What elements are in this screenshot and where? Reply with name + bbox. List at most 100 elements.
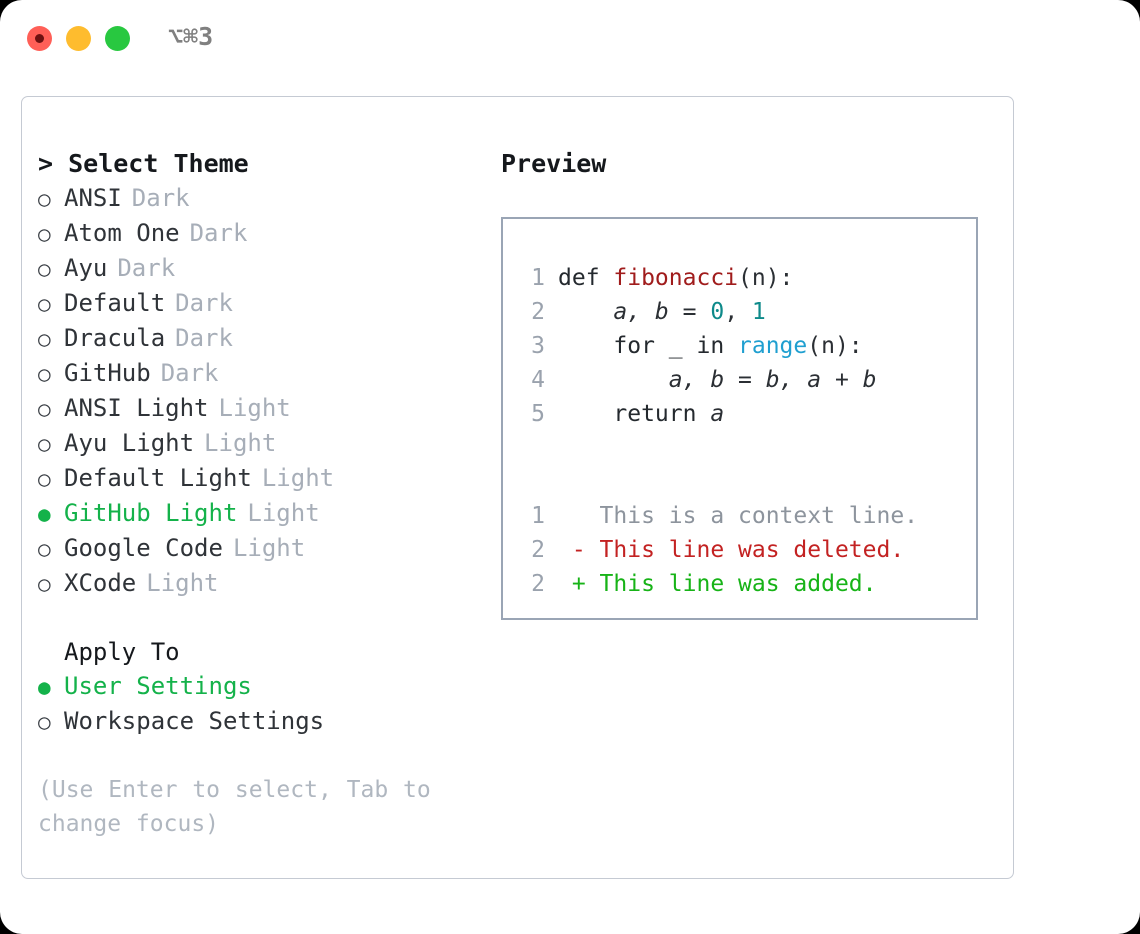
code-token: fibonacci xyxy=(613,265,739,291)
theme-variant-tag: Dark xyxy=(117,254,176,282)
theme-item-label: Dracula xyxy=(64,324,166,352)
list-spacer xyxy=(38,601,488,635)
diff-line-text: + This line was added. xyxy=(558,571,877,597)
theme-variant-tag: Dark xyxy=(131,184,190,212)
theme-item-9[interactable]: ● GitHub Light Light xyxy=(38,496,488,531)
theme-item-label: Default Light xyxy=(64,464,252,492)
window-controls xyxy=(27,26,130,51)
close-icon xyxy=(35,34,44,43)
code-line: 4 a, b = b, a + b xyxy=(519,363,970,397)
code-token: b, a + b xyxy=(765,367,877,393)
diff-snippet: 1 This is a context line. 2 - This line w… xyxy=(519,499,970,601)
theme-variant-tag: Light xyxy=(247,499,320,527)
line-number: 4 xyxy=(531,367,545,393)
apply-to-heading: Apply To xyxy=(64,638,180,666)
code-token: a, b xyxy=(613,299,669,325)
theme-item-0[interactable]: ○ ANSI Dark xyxy=(38,181,488,216)
radio-empty-icon: ○ xyxy=(38,710,51,734)
theme-variant-tag: Light xyxy=(146,569,219,597)
diff-line-text: - This line was deleted. xyxy=(558,537,905,563)
radio-empty-icon: ○ xyxy=(38,432,51,456)
theme-item-label: Default xyxy=(64,289,166,317)
code-token: a xyxy=(710,401,725,427)
diff-line: 1 This is a context line. xyxy=(519,499,970,533)
radio-empty-icon: ○ xyxy=(38,397,51,421)
code-line: 5 return a xyxy=(519,397,970,431)
select-theme-heading: > Select Theme xyxy=(38,149,249,178)
theme-item-label: GitHub xyxy=(64,359,151,387)
code-token: = xyxy=(668,299,711,325)
line-number: 2 xyxy=(531,299,545,325)
diff-line-number: 2 xyxy=(531,537,545,563)
line-number: 1 xyxy=(531,265,545,291)
apply-item-label: Workspace Settings xyxy=(64,707,325,735)
minimize-button[interactable] xyxy=(66,26,91,51)
code-line: 1 def fibonacci(n): xyxy=(519,261,970,295)
diff-line-text: This is a context line. xyxy=(558,503,919,529)
theme-item-label: GitHub Light xyxy=(64,499,238,527)
theme-item-label: XCode xyxy=(64,569,137,597)
radio-selected-icon: ● xyxy=(38,502,51,526)
close-button[interactable] xyxy=(27,26,52,51)
radio-empty-icon: ○ xyxy=(38,537,51,561)
code-token: (n): xyxy=(738,265,794,291)
code-line-text: return a xyxy=(558,397,724,431)
code-line-text: def fibonacci(n): xyxy=(558,261,793,295)
hint-spacer xyxy=(38,739,488,773)
code-token xyxy=(558,367,669,393)
apply-item-0[interactable]: ● User Settings xyxy=(38,669,488,704)
radio-empty-icon: ○ xyxy=(38,187,51,211)
code-token: = xyxy=(724,367,766,393)
code-line-text: a, b = b, a + b xyxy=(558,363,877,397)
code-token: 0 xyxy=(710,299,725,325)
line-number: 5 xyxy=(531,401,545,427)
apply-item-label: User Settings xyxy=(64,672,252,700)
code-token: (n): xyxy=(807,333,863,359)
theme-item-label: ANSI xyxy=(64,184,122,212)
code-line-text: a, b = 0, 1 xyxy=(558,295,765,329)
line-number: 3 xyxy=(531,333,545,359)
radio-empty-icon: ○ xyxy=(38,292,51,316)
code-diff-gap-2 xyxy=(519,465,970,499)
theme-variant-tag: Dark xyxy=(175,324,233,352)
apply-item-1[interactable]: ○ Workspace Settings xyxy=(38,704,488,739)
preview-heading: Preview xyxy=(501,149,607,178)
radio-empty-icon: ○ xyxy=(38,222,51,246)
code-diff-gap xyxy=(519,431,970,465)
code-token: for _ in xyxy=(558,333,739,359)
radio-empty-icon: ○ xyxy=(38,467,51,491)
keyboard-hint-text: (Use Enter to select, Tab to change focu… xyxy=(38,777,431,837)
code-line: 2 a, b = 0, 1 xyxy=(519,295,970,329)
code-token: range xyxy=(738,333,808,359)
theme-variant-tag: Light xyxy=(204,429,277,457)
diff-line-number: 1 xyxy=(531,503,545,529)
theme-variant-tag: Dark xyxy=(189,219,248,247)
zoom-button[interactable] xyxy=(105,26,130,51)
radio-selected-icon: ● xyxy=(38,675,51,699)
theme-variant-tag: Light xyxy=(232,534,306,562)
theme-variant-tag: Dark xyxy=(175,289,233,317)
apply-to-list[interactable]: ● User Settings ○ Workspace Settings xyxy=(38,669,488,739)
code-token: return xyxy=(558,401,711,427)
theme-item-3[interactable]: ○ Default Dark xyxy=(38,286,488,321)
theme-variant-tag: Light xyxy=(218,394,291,422)
title-bar: ⌥⌘3 xyxy=(0,0,1140,78)
code-token xyxy=(558,299,613,325)
